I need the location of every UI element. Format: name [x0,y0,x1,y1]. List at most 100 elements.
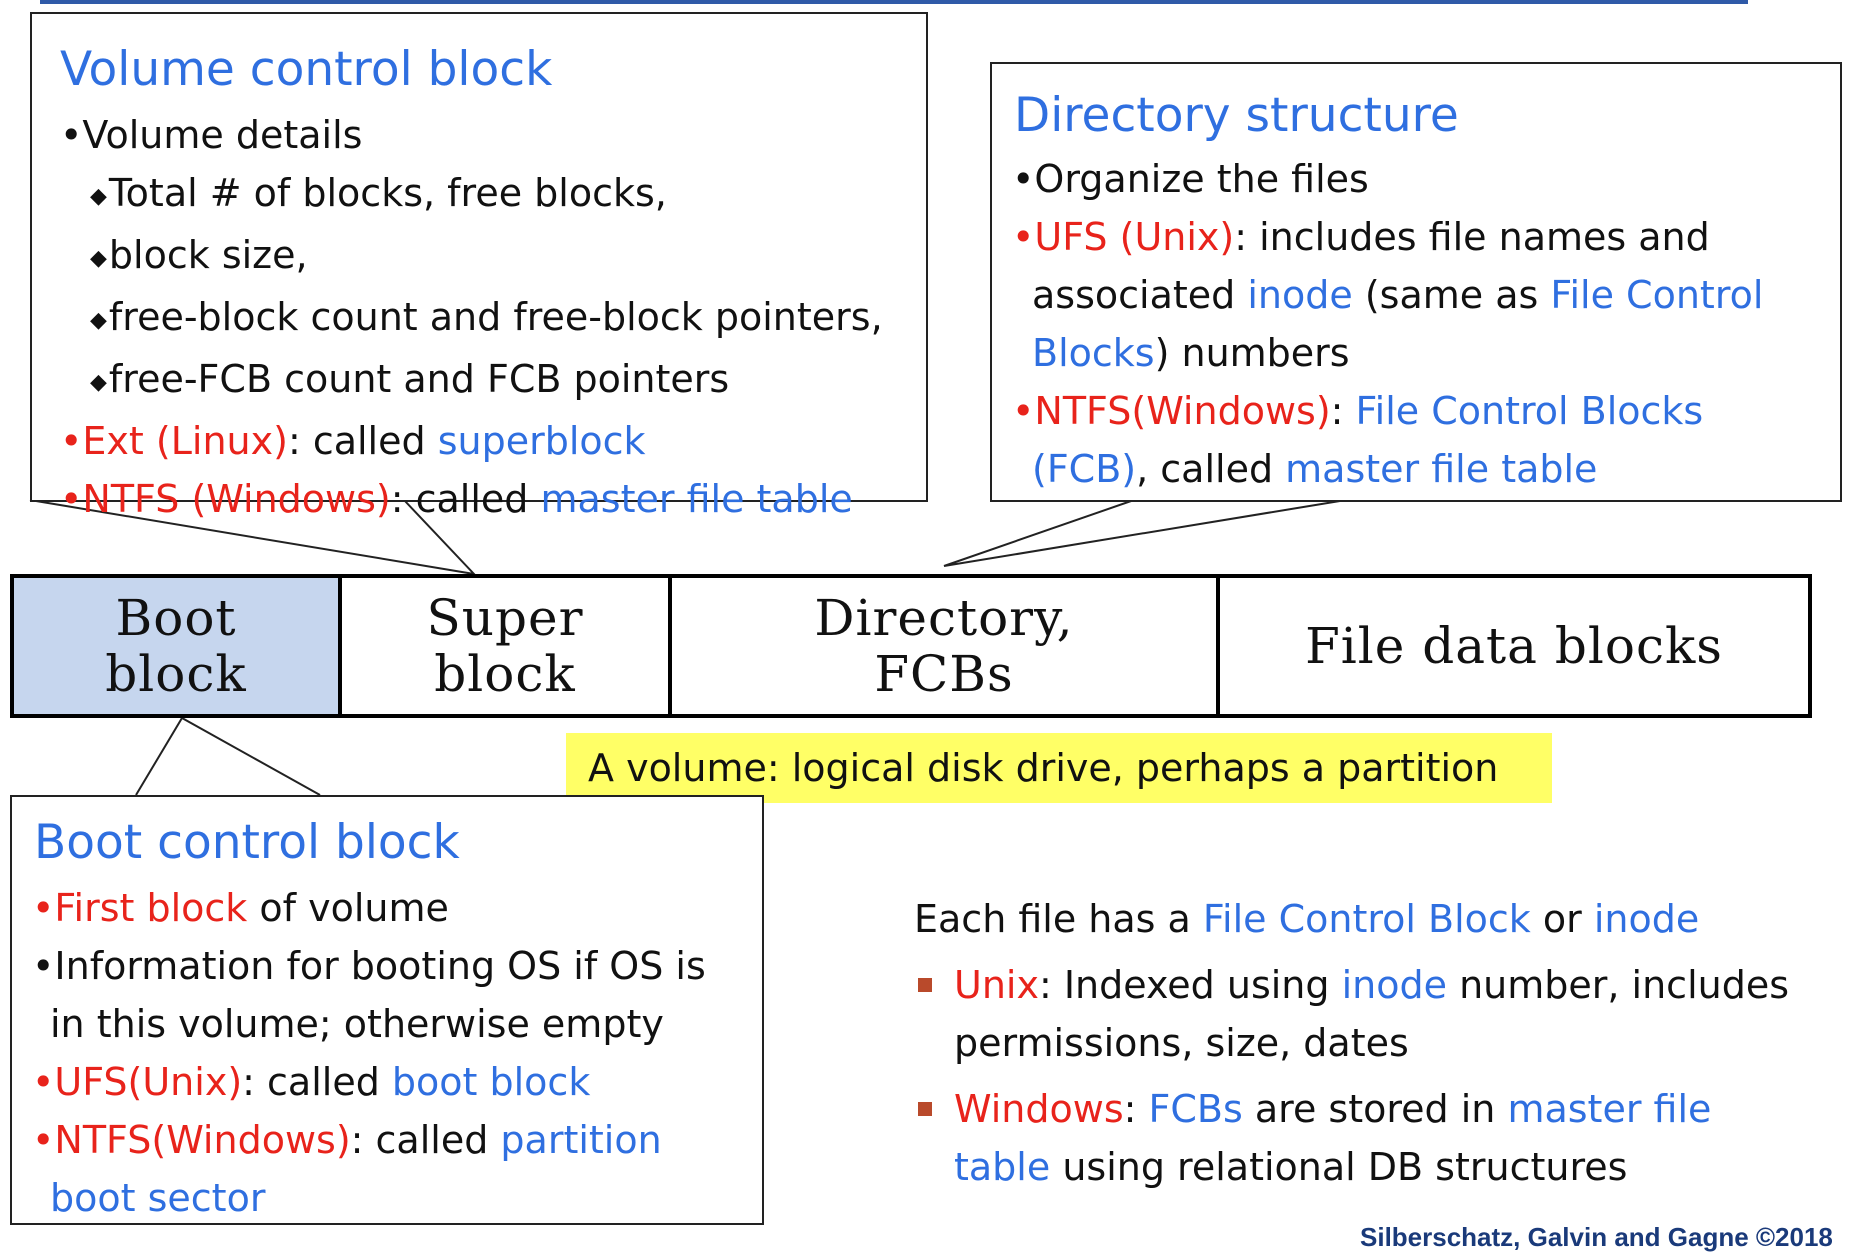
fcb-text: are stored in [1242,1087,1508,1131]
vcb-ext-term: superblock [437,419,646,463]
ds-ufs-text: ) numbers [1154,331,1350,375]
boot-block-label: block [105,645,247,703]
bcb-text: : called [350,1118,501,1162]
super-block-label: block [434,645,576,703]
inode-term: inode [1593,897,1700,941]
vcb-ext-label: •Ext (Linux) [60,419,288,463]
bcb-text: Information for booting OS if OS is [54,944,706,988]
vcb-ext-text: : called [287,419,438,463]
fcb-text: : Indexed using [1038,963,1342,1007]
mft-term: table [954,1145,1051,1189]
directory-structure-callout: Directory structure •Organize the files … [990,62,1842,502]
vcb-bullet-text: Volume details [82,113,363,157]
vcb-sub-text: free-FCB count and FCB pointers [108,357,730,401]
ds-ufs-text: (same as [1352,273,1551,317]
ds-bullet-organize: •Organize the files [1012,157,1369,201]
footer-credit: Silberschatz, Galvin and Gagne ©2018 [1360,1222,1833,1252]
ds-callout-stroke [943,499,1347,567]
fcb-term: FCBs [1148,1087,1243,1131]
ds-ufs-line-1: •UFS (Unix): includes file names and [1012,208,1840,266]
fcb-unix-item: Unix: Indexed using inode number, includ… [914,956,1814,1072]
ds-ufs-line-3: Blocks) numbers [1032,324,1840,382]
vcb-sub-text: Total # of blocks, free blocks, [108,171,667,215]
diamond-bullet-icon: ◆ [90,246,107,271]
vcb-sub-text: free-block count and free-block pointers… [108,295,883,339]
volume-definition-note: A volume: logical disk drive, perhaps a … [566,733,1552,803]
unix-label: Unix [954,963,1039,1007]
bcb-ntfs-line-2: boot sector [50,1169,762,1227]
bcb-ufs-line: •UFS(Unix): called boot block [32,1053,762,1111]
ds-ufs-label: •UFS (Unix) [1012,215,1235,259]
square-bullet-icon [918,1102,932,1116]
bcb-ntfs-line-1: •NTFS(Windows): called partition [32,1111,762,1169]
file-data-blocks-cell: File data blocks [1216,574,1812,718]
diamond-bullet-icon: ◆ [90,184,107,209]
ds-fcb-term: File Control Blocks [1355,389,1704,433]
fcb-intro-line: Each file has a File Control Block or in… [914,890,1814,948]
bcb-ntfs-label: •NTFS(Windows) [32,1118,351,1162]
fcb-text: using relational DB structures [1050,1145,1628,1189]
ds-title: Directory structure [1014,88,1459,143]
fcb-text: Each file has a [914,897,1203,941]
fcb-text: : [1123,1087,1149,1131]
vcb-ntfs-label: •NTFS (Windows) [60,477,391,521]
mft-term: master file [1507,1087,1712,1131]
ds-ntfs-text: , called [1136,447,1286,491]
vcb-ntfs-term: master file table [540,477,853,521]
ds-fcb-term: Blocks [1032,331,1155,375]
ds-ufs-text: : includes file names and [1234,215,1710,259]
fcb-text: or [1530,897,1594,941]
directory-fcbs-label: FCBs [874,645,1014,703]
ds-mft-term: master file table [1285,447,1598,491]
vcb-ntfs-text: : called [390,477,541,521]
directory-fcbs-label: Directory, [814,589,1074,647]
inode-term: inode [1341,963,1447,1007]
fcb-text: number, includes [1446,963,1790,1007]
ds-ntfs-label: •NTFS(Windows) [1012,389,1331,433]
bcb-callout-stroke [135,716,321,796]
bcb-first-block-label: •First block [32,886,248,930]
vcb-bullet-volume-details: •Volume details [60,113,363,157]
vcb-sub-item: ◆Total # of blocks, free blocks, [90,164,926,226]
fcb-explanation: Each file has a File Control Block or in… [914,890,1814,1196]
fcb-term: File Control Block [1202,897,1531,941]
bcb-boot-block-term: boot block [391,1060,591,1104]
vcb-ntfs-line: •NTFS (Windows): called master file tabl… [60,470,926,528]
boot-block-label: Boot [115,589,237,647]
diamond-bullet-icon: ◆ [90,370,107,395]
bcb-text: of volume [247,886,449,930]
vcb-sub-item: ◆block size, [90,226,926,288]
fcb-text: permissions, size, dates [954,1021,1409,1065]
bcb-partition-term: partition [500,1118,662,1162]
bcb-text: : called [242,1060,392,1104]
square-bullet-icon [918,978,932,992]
ds-ntfs-line-2: (FCB), called master file table [1032,440,1840,498]
bcb-title: Boot control block [34,815,460,870]
windows-label: Windows [954,1087,1124,1131]
volume-control-block-callout: Volume control block •Volume details ◆To… [30,12,928,521]
ds-bullet-text: Organize the files [1034,157,1369,201]
vcb-sub-item: ◆free-block count and free-block pointer… [90,288,926,350]
super-block-label: Super [426,589,584,647]
bcb-first-block-line: •First block of volume [32,879,762,937]
bcb-ufs-label: •UFS(Unix) [32,1060,243,1104]
bcb-info-line-1: •Information for booting OS if OS is [32,944,706,988]
bcb-partition-term: boot sector [50,1176,266,1220]
boot-control-block-callout: Boot control block •First block of volum… [10,795,764,1225]
file-data-blocks-label: File data blocks [1305,617,1723,675]
vcb-sub-text: block size, [108,233,308,277]
diamond-bullet-icon: ◆ [90,308,107,333]
vcb-ext-line: •Ext (Linux): called superblock [60,412,926,470]
ds-ufs-line-2: associated inode (same as File Control [1032,266,1840,324]
ds-fcb-term: File Control [1550,273,1764,317]
ds-inode-term: inode [1247,273,1353,317]
ds-ufs-text: associated [1032,273,1248,317]
ds-ntfs-line-1: •NTFS(Windows): File Control Blocks [1012,382,1840,440]
top-rule [40,0,1748,4]
fcb-windows-item: Windows: FCBs are stored in master file … [914,1080,1814,1196]
ds-ntfs-colon: : [1330,389,1356,433]
vcb-sub-item: ◆free-FCB count and FCB pointers [90,350,926,412]
vcb-title: Volume control block [60,42,553,97]
